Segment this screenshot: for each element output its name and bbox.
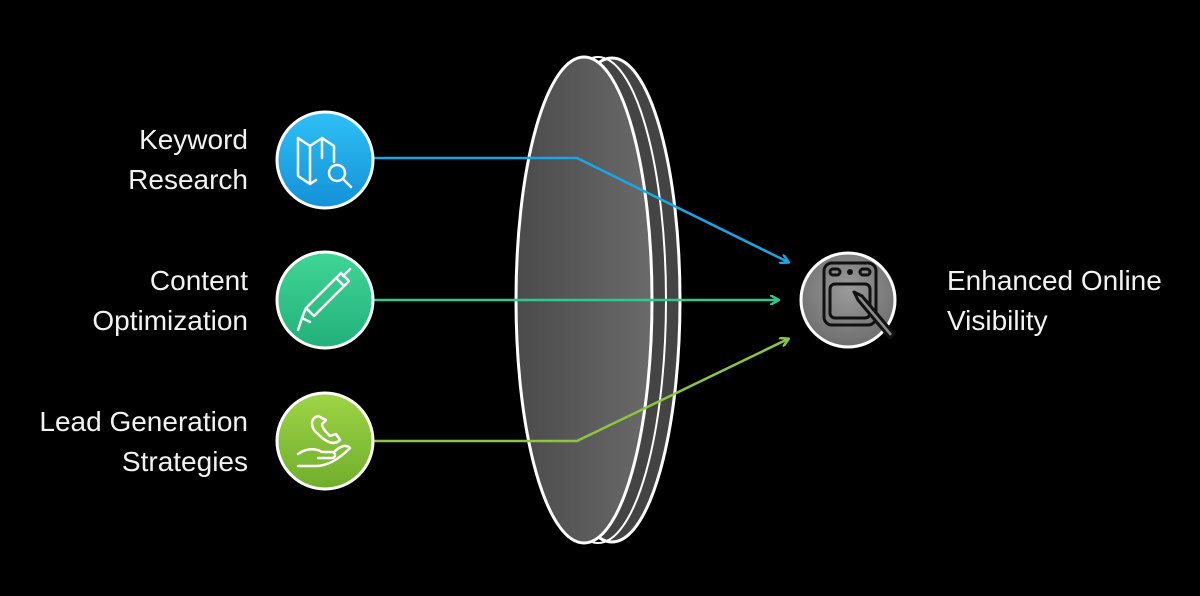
keyword-research-label: Keyword Research	[128, 120, 248, 200]
label-line: Keyword	[139, 124, 248, 155]
label-line: Lead Generation	[39, 406, 248, 437]
lead-generation-node	[275, 391, 375, 491]
hand-phone-icon	[296, 414, 352, 468]
label-line: Optimization	[92, 305, 248, 336]
connector-keyword-research	[373, 156, 788, 262]
label-line: Research	[128, 164, 248, 195]
content-optimization-label: Content Optimization	[92, 261, 248, 341]
label-line: Enhanced Online	[947, 265, 1162, 296]
content-optimization-node	[275, 250, 375, 350]
label-line: Content	[149, 265, 248, 296]
drawing-tablet-icon	[822, 261, 896, 340]
map-search-icon	[296, 136, 353, 189]
enhanced-visibility-label: Enhanced Online Visibility	[947, 261, 1162, 341]
pen-icon	[296, 267, 352, 332]
keyword-research-node	[275, 110, 375, 210]
enhanced-visibility-node	[799, 251, 897, 349]
label-line: Visibility	[947, 305, 1048, 336]
label-line: Strategies	[121, 446, 248, 477]
connector-lead-generation	[373, 339, 788, 443]
lead-generation-label: Lead Generation Strategies	[39, 402, 248, 482]
